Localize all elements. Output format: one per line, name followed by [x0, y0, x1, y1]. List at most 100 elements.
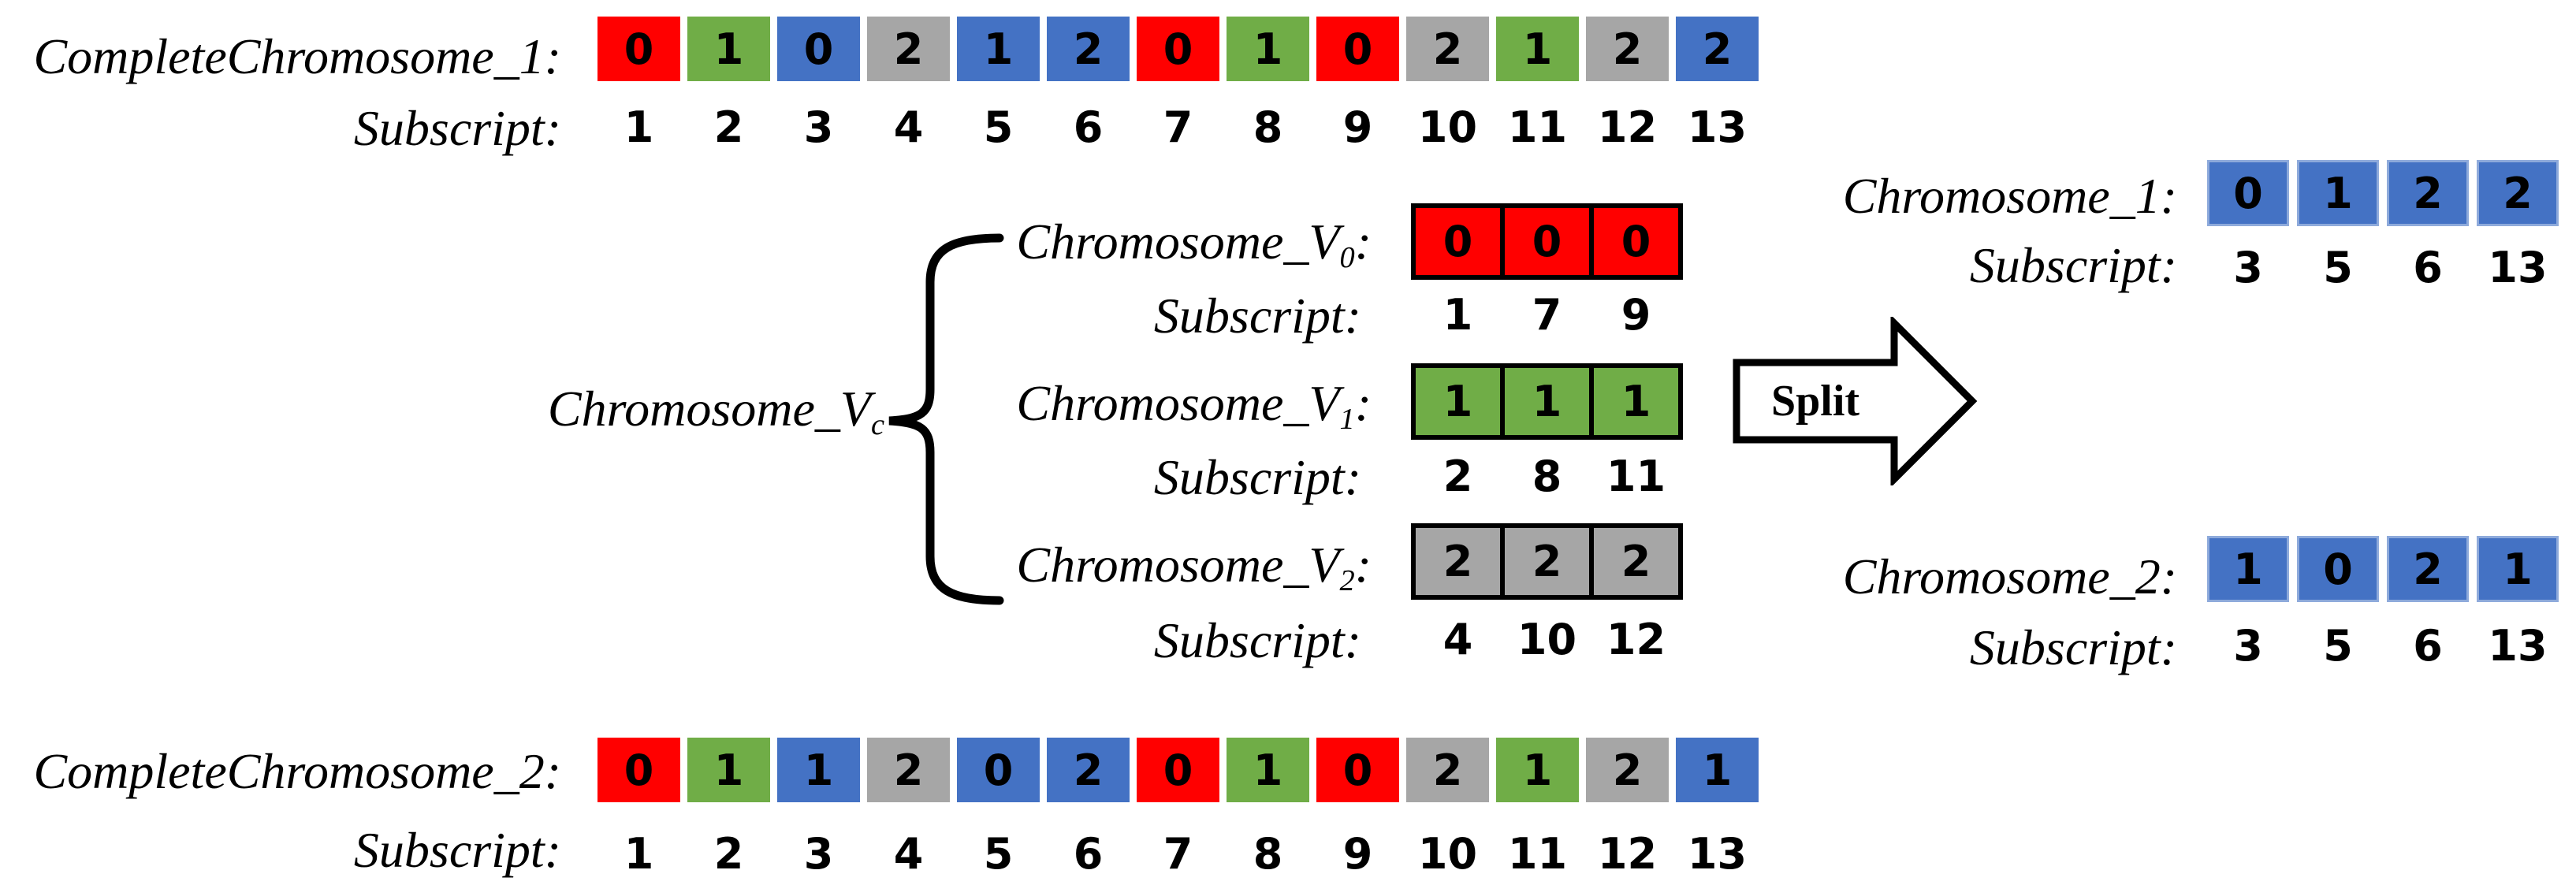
gene-cell: 1 [1676, 738, 1759, 802]
subscript-number: 13 [1687, 102, 1748, 152]
gene-cell: 1 [957, 17, 1040, 81]
subscript-label-v1: Subscript: [1153, 449, 1361, 505]
gene-cell: 2 [2387, 160, 2469, 226]
subscript-label-top: Subscript: [353, 100, 561, 156]
subscript-number: 5 [983, 829, 1014, 879]
subscript-number: 10 [1517, 615, 1577, 664]
subscript-number: 2 [713, 829, 744, 879]
chromosome-v2-subscripts: 4 10 12 [1416, 618, 1678, 662]
gene-cell: 0 [1416, 208, 1505, 275]
chromosome-v1-label-colon: : [1354, 375, 1372, 431]
gene-cell: 1 [1496, 17, 1579, 81]
subscript-number: 5 [2323, 621, 2353, 671]
chromosome-v1-label-base: Chromosome_V [1016, 375, 1340, 431]
chromosome-v1-label: Chromosome_V1: [1016, 377, 1372, 445]
gene-cell: 1 [687, 17, 770, 81]
gene-cell: 1 [1496, 738, 1579, 802]
subscript-number: 4 [893, 102, 924, 152]
subscript-number: 10 [1417, 102, 1478, 152]
chromosome-v0-label-colon: : [1354, 214, 1372, 270]
subscript-number: 4 [1442, 615, 1473, 664]
subscript-number: 1 [624, 102, 654, 152]
subscript-number: 12 [1606, 615, 1666, 664]
gene-cell: 0 [957, 738, 1040, 802]
gene-cell: 2 [1047, 17, 1130, 81]
subscript-number: 6 [1073, 102, 1104, 152]
chromosome-v0-label-base: Chromosome_V [1016, 214, 1340, 270]
chromosome-v0-label: Chromosome_V0: [1016, 216, 1372, 284]
subscript-number: 8 [1253, 102, 1283, 152]
subscript-number: 3 [803, 829, 834, 879]
gene-cell: 1 [687, 738, 770, 802]
gene-cell: 2 [1047, 738, 1130, 802]
subscript-number: 6 [1073, 829, 1104, 879]
subscript-number: 13 [1687, 829, 1748, 879]
subscript-number: 11 [1507, 102, 1568, 152]
subscript-number: 12 [1597, 102, 1658, 152]
subscript-number: 1 [1442, 290, 1473, 340]
subscript-number: 4 [893, 829, 924, 879]
gene-cell: 2 [1586, 17, 1669, 81]
chromosome-v0-label-sub: 0 [1339, 240, 1355, 274]
chromosome-2-label: Chromosome_2: [1842, 548, 2177, 604]
gene-cell: 1 [1227, 17, 1309, 81]
subscript-number: 8 [1532, 452, 1562, 501]
subscript-number: 8 [1253, 829, 1283, 879]
subscript-number: 11 [1507, 829, 1568, 879]
chromosome-v2-label-sub: 2 [1339, 563, 1355, 597]
split-arrow-icon [1733, 317, 1978, 485]
subscript-label-result-1: Subscript: [1969, 237, 2177, 293]
split-arrow-label: Split [1770, 377, 1860, 426]
chromosome-v1-label-sub: 1 [1339, 402, 1355, 436]
curly-brace [888, 233, 1004, 605]
gene-cell: 2 [1594, 528, 1678, 595]
gene-cell: 2 [2477, 160, 2559, 226]
subscript-number: 2 [1442, 452, 1473, 501]
subscript-number: 5 [2323, 243, 2353, 292]
subscript-number: 3 [2233, 621, 2263, 671]
gene-cell: 0 [1505, 208, 1594, 275]
subscript-number: 7 [1163, 829, 1193, 879]
gene-cell: 0 [777, 17, 860, 81]
subscript-number: 13 [2488, 621, 2548, 671]
chromosome-v2-label-colon: : [1354, 537, 1372, 593]
gene-cell: 0 [1594, 208, 1678, 275]
subscript-number: 9 [1342, 829, 1373, 879]
gene-cell: 2 [867, 738, 950, 802]
subscript-number: 9 [1342, 102, 1373, 152]
subscript-number: 13 [2488, 243, 2548, 292]
subscript-number: 2 [713, 102, 744, 152]
subscript-label-v0: Subscript: [1153, 288, 1361, 344]
subscript-label-result-2: Subscript: [1969, 619, 2177, 675]
chromosome-vc-label-base: Chromosome_V [547, 381, 871, 437]
subscript-number: 10 [1417, 829, 1478, 879]
subscript-number: 3 [2233, 243, 2263, 292]
gene-cell: 1 [1227, 738, 1309, 802]
gene-cell: 2 [1586, 738, 1669, 802]
subscript-number: 9 [1621, 290, 1651, 340]
subscript-number: 6 [2413, 243, 2443, 292]
gene-cell: 2 [1416, 528, 1505, 595]
complete-chromosome-1-label: CompleteChromosome_1: [33, 28, 561, 84]
chromosome-vc-label: Chromosome_Vc [548, 383, 884, 451]
gene-cell: 0 [597, 17, 680, 81]
gene-cell: 0 [1137, 17, 1219, 81]
gene-cell: 2 [1406, 17, 1489, 81]
subscript-label-v2: Subscript: [1153, 612, 1361, 668]
subscript-number: 5 [983, 102, 1014, 152]
gene-cell: 1 [1505, 368, 1594, 435]
subscript-number: 3 [803, 102, 834, 152]
subscript-number: 1 [624, 829, 654, 879]
gene-cell: 1 [1594, 368, 1678, 435]
gene-cell: 1 [777, 738, 860, 802]
